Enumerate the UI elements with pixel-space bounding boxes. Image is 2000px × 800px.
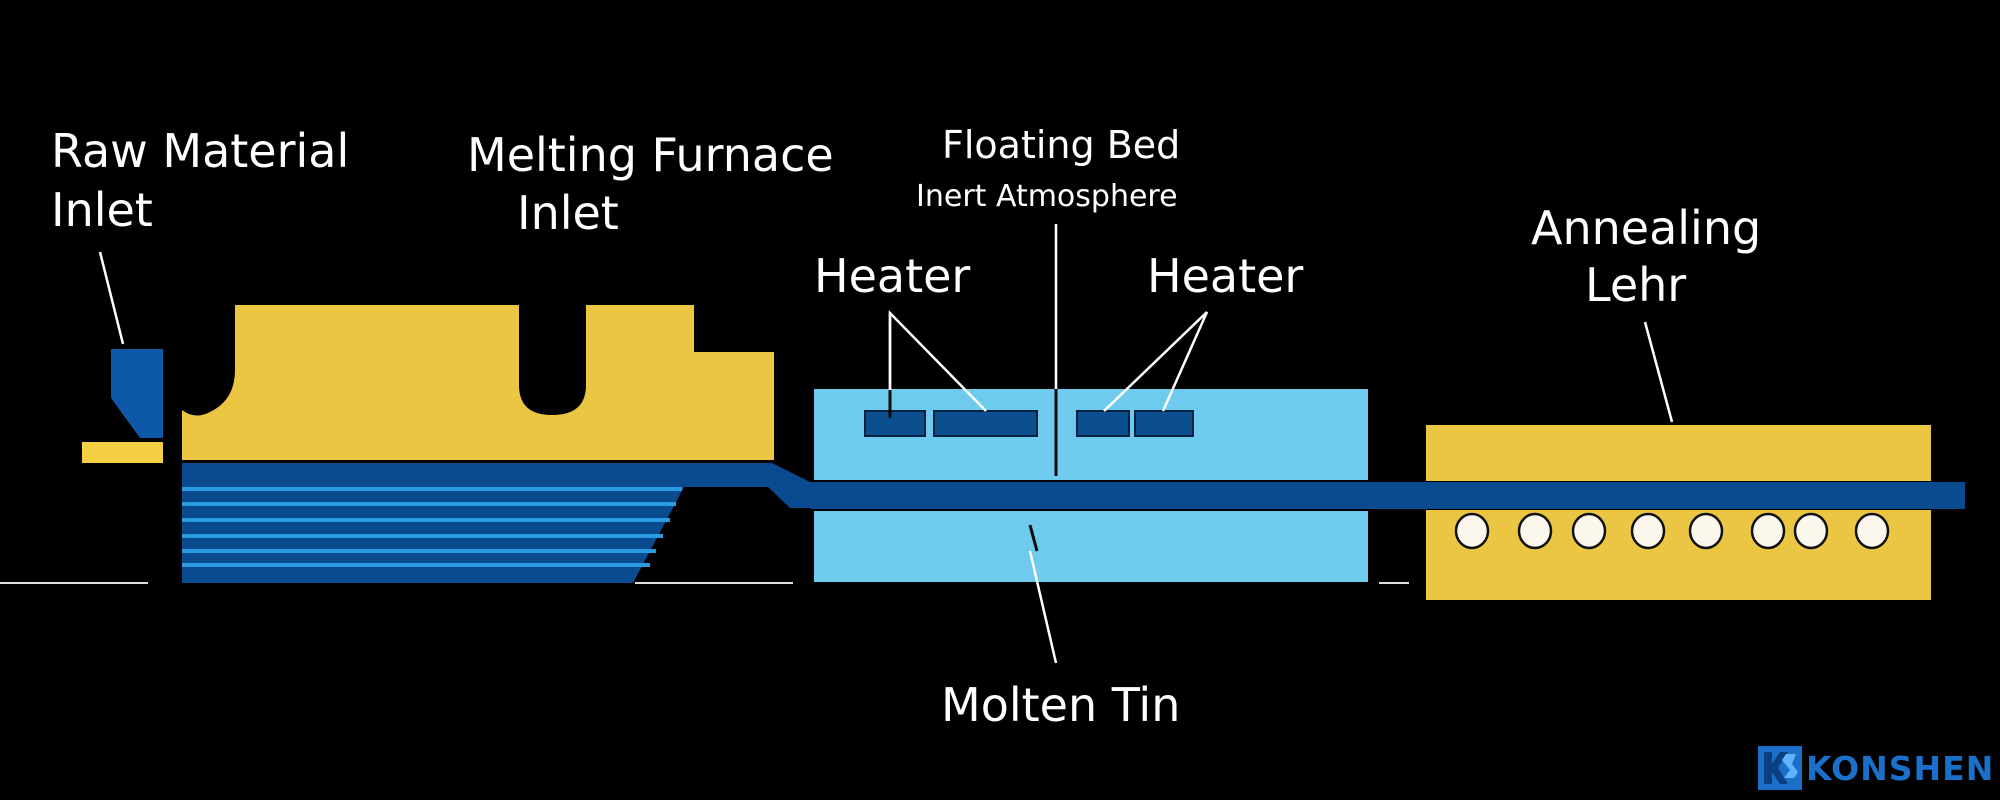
konshen-logo-text: KONSHEN [1806, 748, 1995, 788]
konshen-logo-mark-icon [1758, 746, 1802, 790]
annealing-lehr-label: Lehr [1585, 258, 1687, 312]
raw-material-hopper [111, 349, 163, 438]
konshen-logo: KONSHEN [1758, 746, 1994, 790]
glass-stripes [182, 487, 682, 567]
heater-2 [933, 410, 1038, 437]
heaters [864, 410, 1194, 437]
rollers [1454, 512, 1890, 550]
heater-3 [1076, 410, 1130, 437]
raw-material-label: Raw Material [51, 124, 350, 178]
melting-furnace [182, 305, 774, 460]
raw-material-feed-plate [82, 442, 163, 463]
melting-furnace-inlet-label: Inlet [517, 186, 619, 240]
molten-tin-label: Molten Tin [941, 678, 1181, 732]
annealing-lehr-bottom [1426, 510, 1931, 600]
glass-ribbon-lehr [1410, 482, 1965, 509]
floating-bed-label: Floating Bed [942, 123, 1181, 167]
raw-material-inlet-label: Inlet [51, 183, 153, 237]
molten-tin-bath [814, 511, 1368, 582]
heater-1 [864, 410, 926, 437]
inert-atmosphere-label: Inert Atmosphere [916, 179, 1178, 214]
heater-left-label: Heater [814, 249, 971, 303]
heater-right-label: Heater [1147, 249, 1304, 303]
annealing-label: Annealing [1531, 201, 1762, 255]
heater-4 [1134, 410, 1194, 437]
melting-furnace-label: Melting Furnace [467, 128, 834, 182]
annealing-lehr-top [1426, 425, 1931, 481]
